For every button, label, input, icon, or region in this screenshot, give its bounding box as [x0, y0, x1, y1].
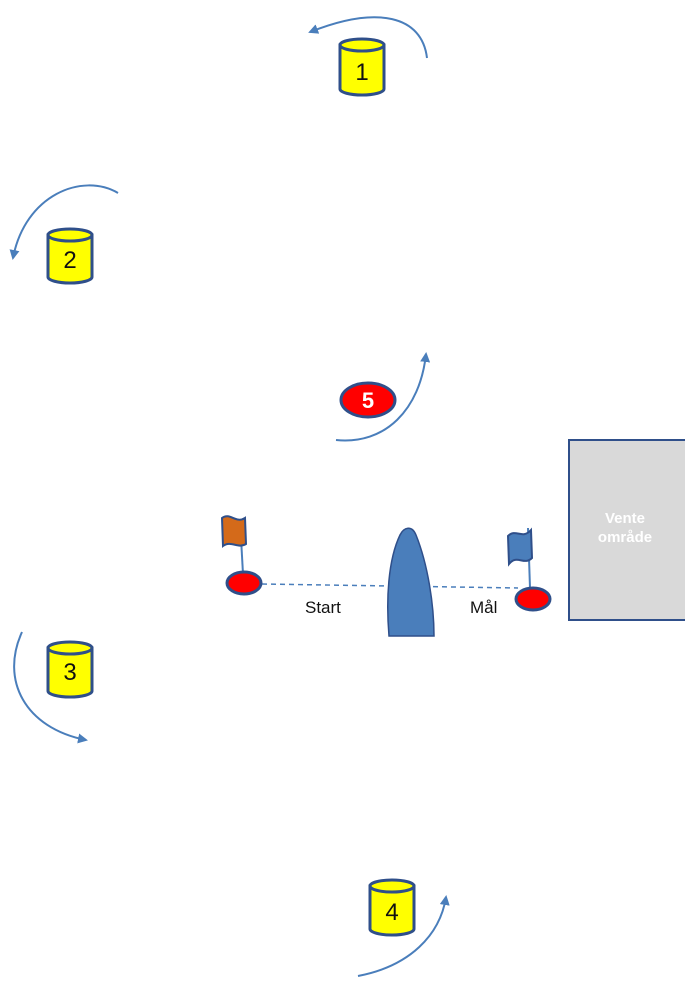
rounding-arrow-1: [308, 16, 428, 59]
rounding-arrow-2: [9, 184, 119, 260]
waiting-area-label-line2: område: [598, 529, 652, 546]
buoy-5-label: 5: [362, 388, 374, 413]
waiting-area-label-line1: Vente: [605, 510, 645, 527]
mark-2-barrel-icon: [46, 227, 94, 285]
mark-1-label: 1: [355, 59, 368, 86]
waiting-area: Vente område: [568, 439, 685, 621]
rounding-arrow-4: [357, 895, 450, 977]
start-label: Start: [305, 598, 341, 617]
finish-label: Mål: [470, 598, 497, 617]
mark-3-label: 3: [63, 659, 76, 686]
mark-1: 1: [308, 16, 428, 97]
committee-boat-icon: [387, 527, 435, 637]
mark-2: 2: [9, 184, 119, 285]
rounding-arrow-3: [13, 631, 88, 744]
buoy-5-icon: [339, 381, 397, 419]
start-buoy-icon: [225, 570, 263, 596]
rounding-arrow-5: [335, 352, 431, 442]
mark-1-barrel-icon: [338, 37, 386, 97]
mark-4: 4: [357, 878, 450, 977]
mark-4-label: 4: [385, 899, 398, 926]
mark-4-barrel-icon: [368, 878, 416, 937]
buoy-5: 5: [335, 352, 431, 442]
finish-buoy-icon: [514, 586, 552, 612]
mark-2-label: 2: [63, 247, 76, 274]
start-flag-icon: [220, 515, 248, 575]
mark-3: 3: [13, 631, 94, 744]
finish-flag-icon: [506, 527, 534, 589]
mark-3-barrel-icon: [46, 640, 94, 699]
